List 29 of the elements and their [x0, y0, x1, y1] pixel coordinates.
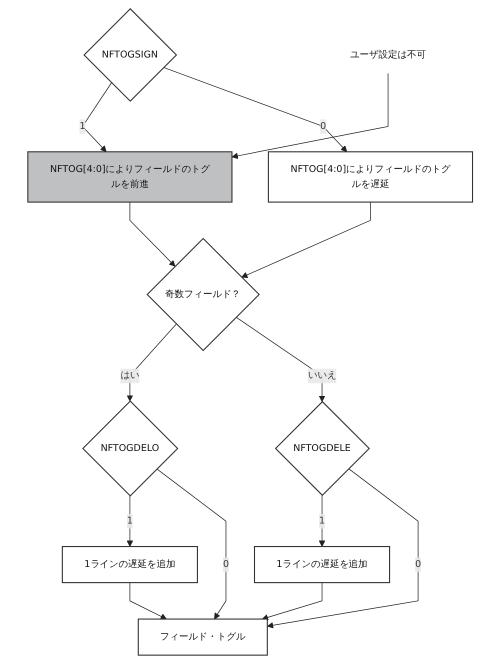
edge-label: 0 [320, 120, 326, 132]
node-box: NFTOG[4:0]によりフィールドのトグルを遅延 [268, 151, 474, 203]
arrow [156, 468, 227, 620]
node-diamond: NFTOGDELO [82, 400, 179, 497]
arrow [130, 202, 176, 267]
edge-label: いいえ [308, 370, 337, 382]
arrow [262, 582, 323, 620]
edge-label: 1 [319, 516, 326, 526]
arrow [319, 494, 326, 547]
node-diamond: NFTOGDELE [275, 400, 370, 496]
arrow [130, 582, 168, 620]
node-diamond: 奇数フィールド？ [146, 238, 260, 352]
node-box: NFTOG[4:0]によりフィールドのトグルを前進 [28, 151, 233, 203]
node-box: 1ラインの遅延を追加 [62, 546, 198, 584]
node-box: 1ラインの遅延を追加 [254, 546, 390, 584]
arrow [232, 72, 389, 160]
arrow [267, 468, 419, 628]
arrow [127, 496, 134, 547]
node-text: ユーザ設定は不可 [350, 49, 426, 60]
edge-label: 0 [415, 558, 422, 570]
arrow [164, 67, 348, 152]
node-diamond: NFTOGSIGN [84, 8, 178, 102]
arrow [242, 202, 372, 278]
node-box: フィールド・トグル [138, 618, 268, 656]
edge-label: 1 [127, 516, 134, 526]
edge-label: 0 [223, 558, 230, 570]
edge-label: はい [120, 370, 140, 382]
edge-label: 1 [80, 120, 86, 132]
arrow [127, 324, 178, 402]
